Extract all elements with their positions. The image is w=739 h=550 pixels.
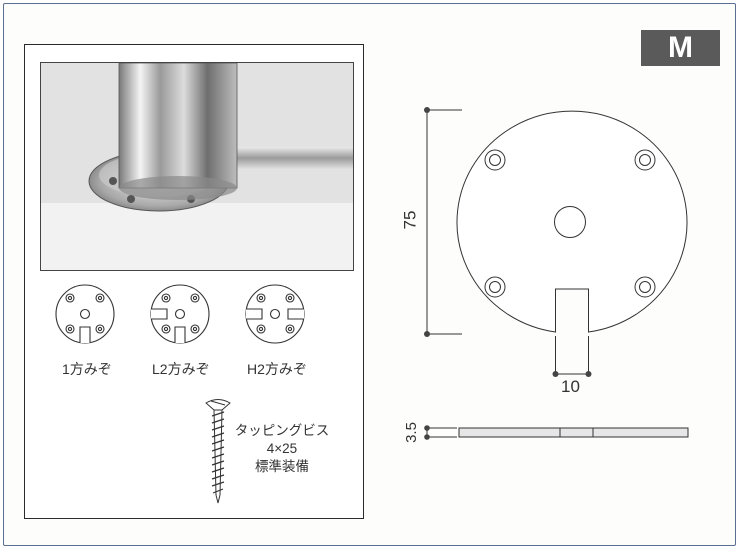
variant-h2-label: H2方みぞ — [247, 361, 307, 377]
diameter-dimension — [424, 107, 462, 337]
base-plate-drawing — [456, 110, 688, 333]
screw-size: 4×25 — [266, 441, 298, 456]
variant-1-label: 1方みぞ — [62, 361, 112, 377]
variant-l2-label: L2方みぞ — [152, 361, 210, 377]
diameter-label: 75 — [400, 210, 420, 230]
variant-1-slot-icon — [55, 284, 115, 344]
side-view-drawing — [458, 427, 689, 438]
variant-l2-slot-icon — [150, 284, 210, 344]
slot-width-dimension — [552, 336, 592, 377]
product-photo — [40, 62, 354, 271]
tapping-screw-icon — [205, 399, 231, 504]
screw-note: 標準装備 — [255, 459, 309, 474]
screw-info: タッピングビス 4×25 標準装備 — [227, 422, 337, 476]
variant-h2-slot-icon — [245, 284, 305, 344]
slot-width-label: 10 — [561, 377, 580, 396]
thickness-dimension — [424, 425, 457, 440]
thickness-label: 3.5 — [402, 422, 420, 443]
screw-name: タッピングビス — [234, 423, 330, 438]
size-badge: M — [641, 30, 720, 66]
leg-base-illustration — [41, 63, 353, 270]
